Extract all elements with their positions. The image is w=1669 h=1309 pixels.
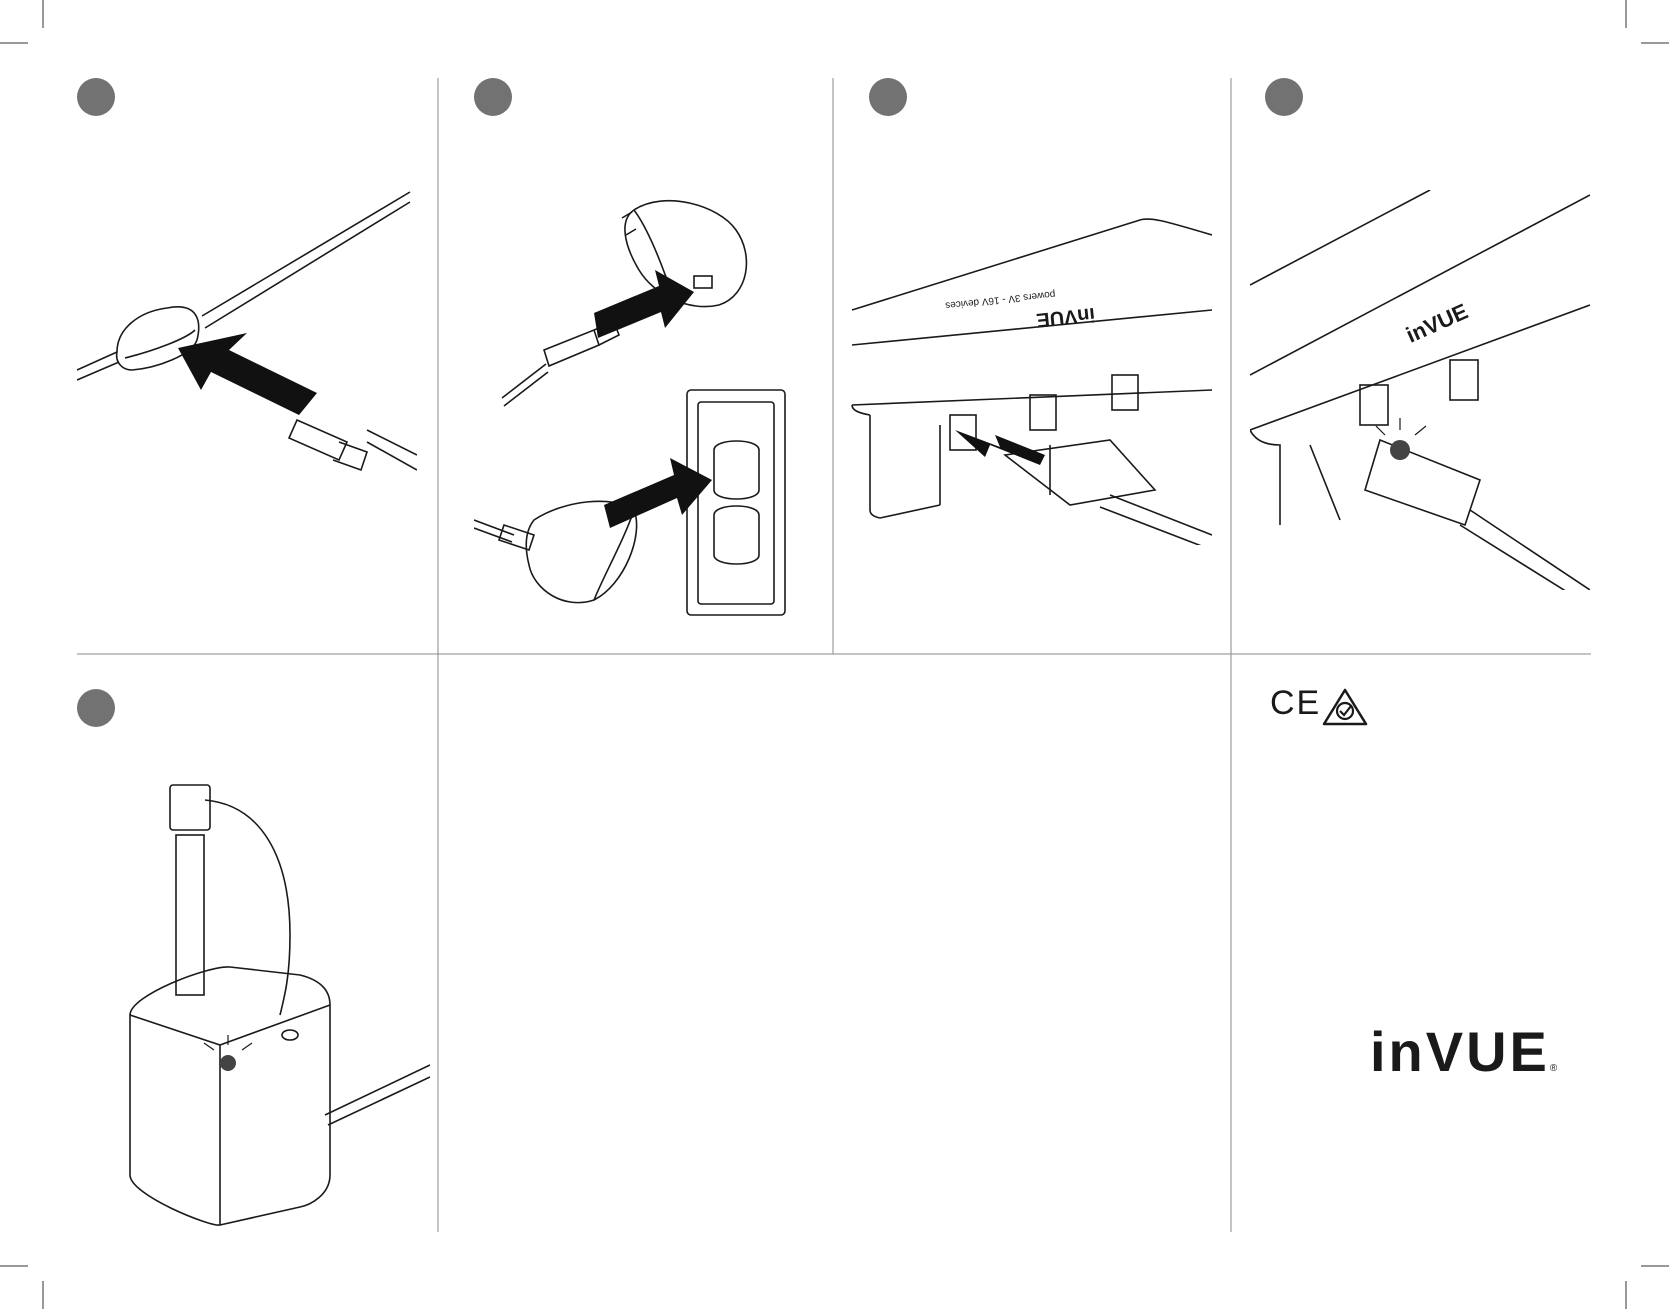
step-1-illustration — [77, 180, 417, 500]
rcm-icon — [1322, 687, 1368, 727]
ce-mark: CE — [1270, 686, 1321, 720]
hub-brand-label-4: inVUE — [1402, 299, 1471, 348]
step-3-illustration: inVUE powers 3V - 16V devices — [850, 215, 1212, 545]
step-2-illustration — [474, 190, 794, 620]
logo-text: inVUE — [1370, 1020, 1550, 1083]
hub-power-label: powers 3V - 16V devices — [945, 288, 1056, 311]
step-4-circle — [1265, 78, 1303, 116]
step-5-illustration — [110, 775, 430, 1235]
step-2-circle — [474, 78, 512, 116]
step-5-circle — [77, 689, 115, 727]
dock-led — [220, 1055, 236, 1071]
logo-registered: ® — [1550, 1063, 1560, 1074]
step-3-circle — [869, 78, 907, 116]
invue-logo: inVUE® — [1370, 1024, 1560, 1080]
step-4-illustration: inVUE — [1250, 190, 1590, 590]
hub-brand-label: inVUE — [1035, 303, 1096, 331]
step-1-circle — [77, 78, 115, 116]
led-indicator — [1390, 440, 1410, 460]
